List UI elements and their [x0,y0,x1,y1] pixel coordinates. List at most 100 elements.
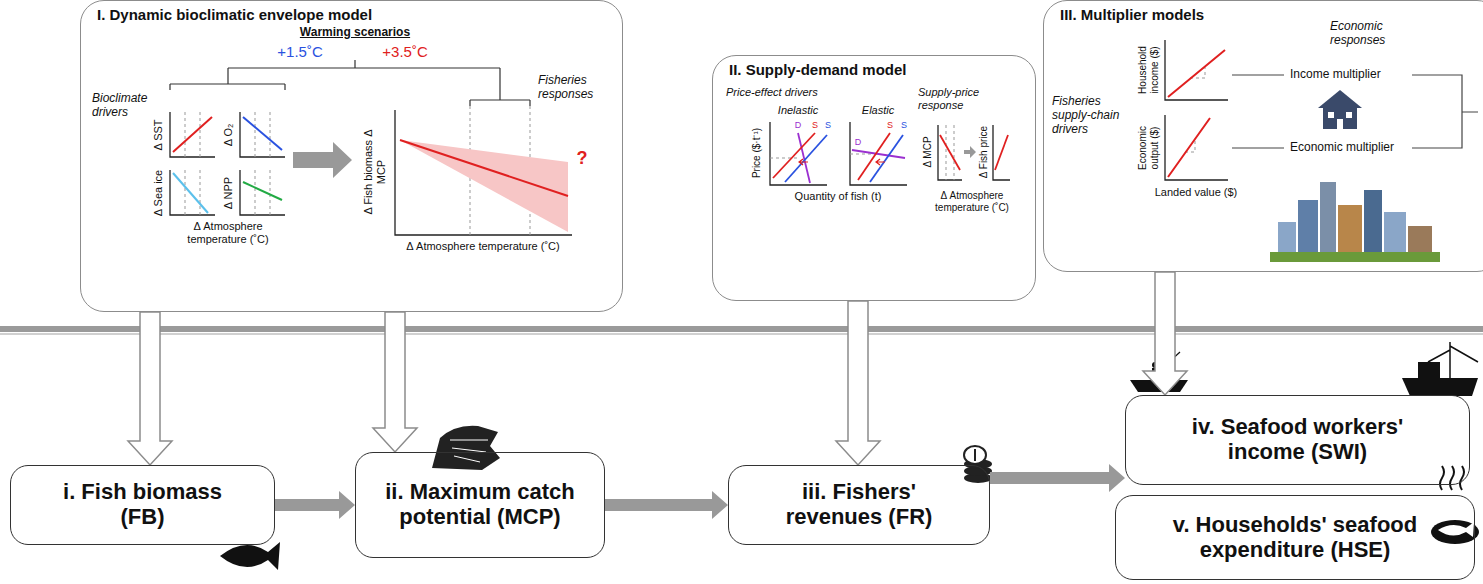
output-box: iii. Fishers' revenues (FR) [728,465,990,545]
mini-charts [170,40,1228,235]
model-arrow [128,312,172,465]
drawing-part [243,182,282,200]
chart-label: Income multiplier [1290,68,1381,82]
chart-label: D [855,137,862,147]
chart-label: Price ($·t⁻¹) [751,128,763,178]
drawing-part [785,135,827,182]
drawing-part [400,140,568,196]
box-label: iv. Seafood workers' income (SWI) [1126,411,1469,468]
drawing-part [1402,378,1478,396]
drawing-part [1346,112,1352,118]
drawing-part [858,133,890,180]
chart-label: Bioclimate drivers [92,92,154,120]
chart-label: Economic responses [1330,20,1440,48]
model-panel: I. Dynamic bioclimatic envelope model [80,0,623,312]
drawing-part [799,159,885,165]
chart-label: +1.5˚C [277,43,322,60]
drawing-part [243,117,282,150]
model-arrow [836,301,880,465]
drawing-part [173,117,212,152]
chart-label: S [901,120,907,130]
drawing-part [1337,119,1343,129]
output-box: i. Fish biomass (FB) [10,465,275,545]
drawing-part [940,135,960,170]
box-label: v. Households' seafood expenditure (HSE) [1116,509,1474,566]
panel-heading: I. Dynamic bioclimatic envelope model [81,1,622,23]
chart-label: Δ Atmosphere temperature (˚C) [406,240,559,253]
tuna-icon [432,426,500,470]
chart-label: Δ O₂ [222,123,235,146]
flow-arrow [605,491,728,519]
multiplier-lines [1168,50,1478,177]
drawing-part [1440,466,1464,490]
output-box: v. Households' seafood expenditure (HSE) [1115,495,1475,580]
fisheries-response [400,140,568,232]
drawing-part [964,446,986,464]
output-box: iv. Seafood workers' income (SWI) [1125,395,1470,485]
drawing-part [0,326,1483,332]
chart-label: Quantity of fish (t) [795,190,882,203]
drawing-part [1364,190,1382,252]
flow-arrow [990,464,1125,492]
chart-label: Inelastic [778,104,818,117]
drawing-part [1328,112,1334,118]
drawing-part [974,449,976,461]
drawing-part [770,154,878,158]
box-label: i. Fish biomass (FB) [11,476,274,533]
panel-heading: II. Supply-demand model [713,56,1035,78]
process-arrow [964,146,976,158]
chart-label: Supply-price response [918,86,1010,111]
chart-label: Landed value ($) [1155,186,1238,199]
house-icon [1318,90,1362,129]
drawing-part [1320,182,1336,252]
drawing-part [185,112,270,215]
drawing-part [220,542,280,570]
chart-label: D [795,120,802,130]
model-panel: III. Multiplier models [1043,0,1483,272]
drawing-part [450,440,488,462]
box-label: ii. Maximum catch potential (MCP) [356,476,604,533]
drawing-part [1323,107,1357,129]
drawing-part [1431,520,1479,544]
driver-lines [173,117,282,213]
drawing-part [1438,522,1474,537]
drawing-part [173,173,208,213]
drawing-part [1165,40,1228,180]
chart-label: Δ Fish price [978,126,990,178]
drawing-part [170,60,530,106]
drawing-part [0,333,1483,335]
chart-label: Δ NPP [222,176,235,208]
drawing-part [395,110,572,235]
dish-icon [1431,466,1479,544]
city-icon [1270,182,1440,262]
chart-label: Economic multiplier [1290,141,1394,155]
chart-label: Δ SST [152,119,165,150]
drawing-part [1318,90,1362,108]
dashed-guides [185,66,1205,235]
drawing-part [1270,252,1440,262]
drawing-part [1278,222,1296,252]
drawing-part [432,426,500,470]
supply-demand-lines [773,133,1008,183]
drawing-part [1428,342,1478,378]
drawing-part [1408,226,1432,252]
drawing-part [770,122,1010,185]
output-box: ii. Maximum catch potential (MCP) [355,452,605,558]
drawing-part [995,135,1008,170]
drawing-part [170,112,285,215]
drawing-part [870,135,903,182]
chart-label: Δ Sea ice [152,169,165,216]
process-arrow [293,142,352,178]
chart-label: Household income ($) [1137,34,1160,106]
chart-label: Fisheries responses [538,74,602,102]
chart-label: S [887,120,893,130]
chart-label: Δ Fish biomass Δ MCP [362,122,387,222]
fish-icon [220,542,280,570]
drawing-part [1384,212,1406,252]
box-label: iii. Fishers' revenues (FR) [729,476,989,533]
drawing-part [1232,75,1478,148]
flow-arrow [275,491,355,519]
chart-label: +3.5˚C [382,43,427,60]
model-arrow [1143,272,1187,395]
